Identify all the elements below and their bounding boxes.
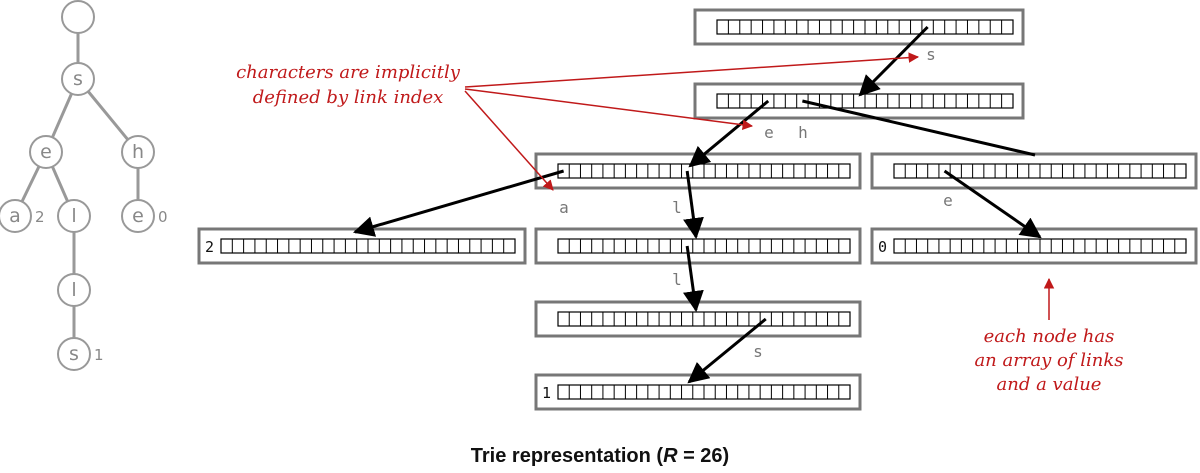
trie-link (352, 169, 565, 237)
trie-node-value: 2 (205, 238, 214, 256)
tree-edge (51, 166, 69, 202)
tree-node-circle (57, 273, 91, 307)
tree-node: l (57, 199, 91, 233)
trie-node (534, 227, 862, 265)
tree-node-circle (0, 199, 32, 233)
tree-edge (51, 93, 73, 138)
annotation-node-line3: and a value (997, 374, 1102, 395)
annotation-arrow-s (464, 52, 920, 88)
annotation-node-line2: an array of links (974, 350, 1123, 371)
tree-node-circle (61, 0, 95, 34)
annotations: characters are implicitly defined by lin… (236, 52, 1124, 395)
annotation-node-line1: each node has (984, 326, 1115, 347)
trie-link-labels: s e h a l e l s (559, 45, 953, 361)
link-char-label: e (764, 123, 774, 142)
link-char-label: l (672, 270, 682, 289)
tree-node-value: 2 (35, 208, 45, 226)
tree-node (61, 0, 95, 34)
link-char-label: a (559, 198, 569, 217)
tree-edges (20, 33, 140, 338)
trie-links (352, 25, 1042, 384)
annotation-chars-line2: defined by link index (253, 87, 444, 108)
tree-node-label: l (71, 279, 76, 301)
link-char-label: e (943, 191, 953, 210)
trie-node-value: 1 (542, 384, 551, 402)
trie-link (683, 170, 704, 240)
tree-node-value: 0 (158, 208, 168, 226)
tree-node: l (57, 273, 91, 307)
trie-link (688, 99, 770, 168)
tree-node-circle (121, 199, 155, 233)
tree-node: h (121, 135, 155, 169)
tree-node-label: s (69, 343, 79, 365)
tree-node-label: e (132, 205, 144, 227)
tree-edge (20, 165, 41, 203)
figure-caption: Trie representation (R = 26) (471, 445, 729, 467)
tree-node: s (61, 62, 95, 96)
link-char-label: h (798, 123, 808, 142)
link-char-label: s (926, 45, 936, 64)
trie-node (693, 8, 1025, 46)
tree-node-circle (29, 135, 63, 169)
annotation-arrow-a (464, 90, 554, 191)
trie-node-value: 0 (878, 238, 887, 256)
link-char-label: l (672, 198, 682, 217)
tree-node-label: h (132, 141, 144, 163)
annotation-chars-line1: characters are implicitly (236, 62, 461, 83)
link-char-label: s (753, 342, 763, 361)
caption-prefix: Trie representation ( (471, 445, 664, 467)
trie-link (687, 317, 767, 384)
tree-node-circle (57, 199, 91, 233)
tree-node-circle (57, 337, 91, 371)
tree-node-label: e (40, 141, 52, 163)
trie-link (683, 245, 704, 313)
caption-suffix: = 26) (678, 445, 730, 467)
caption-variable: R (663, 445, 678, 467)
tree-node-label: l (71, 205, 76, 227)
tree-node-circle (121, 135, 155, 169)
trie-link (943, 169, 1042, 239)
tree-node: e (29, 135, 63, 169)
trie-node: 1 (534, 373, 862, 411)
tree-node-label: s (73, 68, 83, 90)
annotation-arrow-e (464, 88, 754, 130)
trie-node (693, 82, 1025, 120)
trie-node: 2 (197, 227, 527, 265)
trie-node (534, 300, 862, 338)
tree-node-value: 1 (94, 346, 104, 364)
trie-link (858, 25, 929, 97)
tree-edge (87, 90, 129, 141)
trie-link (802, 99, 1036, 157)
tree-node-circle (61, 62, 95, 96)
trie-node (870, 152, 1198, 190)
tree-node-label: a (9, 205, 21, 227)
